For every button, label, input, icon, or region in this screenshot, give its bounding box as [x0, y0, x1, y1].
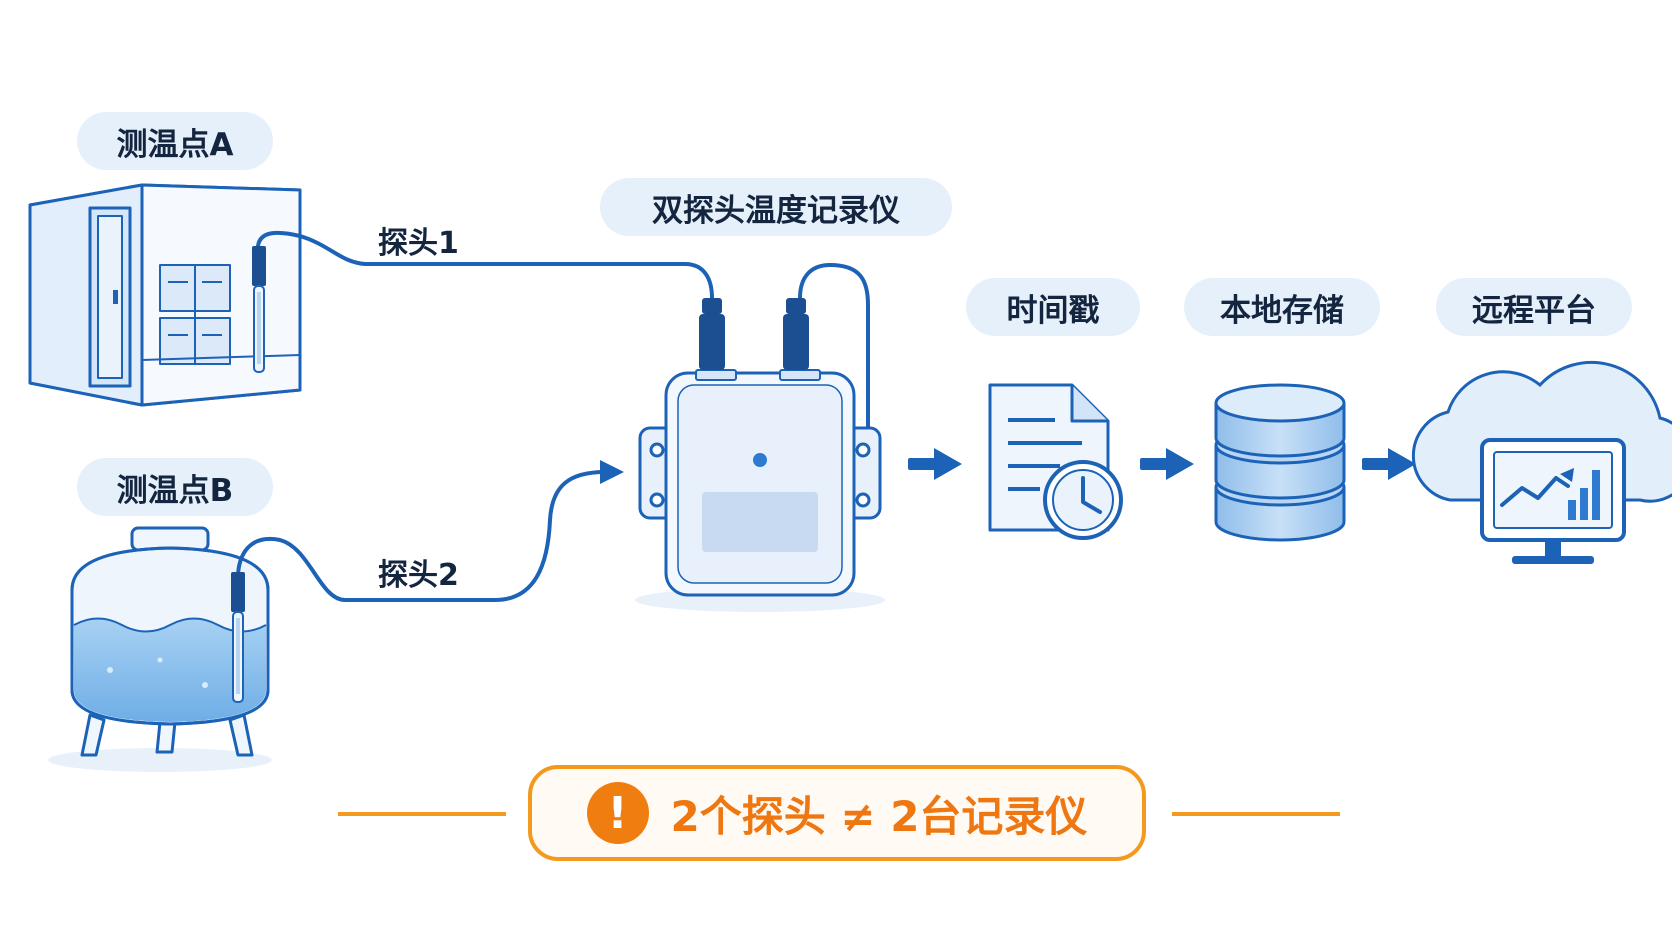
probe-1-cable [256, 230, 714, 300]
arrow-right-icon [1362, 448, 1416, 480]
warning-divider-right [1172, 812, 1340, 816]
point-a-label: 测温点A [77, 112, 273, 170]
temperature-probe-icon [231, 572, 245, 703]
database-icon [1214, 383, 1346, 542]
warning-divider-left [338, 812, 506, 816]
flow-arrows [908, 448, 1416, 480]
probe-2-cable [236, 470, 607, 602]
warning-text: 2个探头 ≠ 2台记录仪 [670, 791, 1088, 841]
document-clock-icon [988, 383, 1123, 540]
point-b-label: 测温点B [77, 458, 273, 516]
arrow-right-icon [1140, 448, 1194, 480]
warning-banner: ! 2个探头 ≠ 2台记录仪 [528, 765, 1146, 861]
arrow-right-icon [908, 448, 962, 480]
probe-2-arrow-icon [600, 460, 624, 484]
timestamp-label: 时间戳 [966, 278, 1140, 336]
data-logger-icon [638, 298, 882, 597]
warning-icon: ! [586, 782, 649, 844]
tank-shadow [48, 748, 272, 772]
temperature-probe-icon [252, 246, 266, 373]
probe-2-label: 探头2 [378, 558, 459, 593]
cloud-monitor-icon [1411, 360, 1672, 564]
logger-side-cable [798, 262, 870, 430]
local-storage-label: 本地存储 [1184, 278, 1380, 336]
probe-cables [236, 230, 870, 602]
probe-1-label: 探头1 [378, 226, 459, 261]
remote-platform-label: 远程平台 [1436, 278, 1632, 336]
logger-label: 双探头温度记录仪 [600, 178, 952, 236]
water-tank-icon [70, 526, 270, 757]
